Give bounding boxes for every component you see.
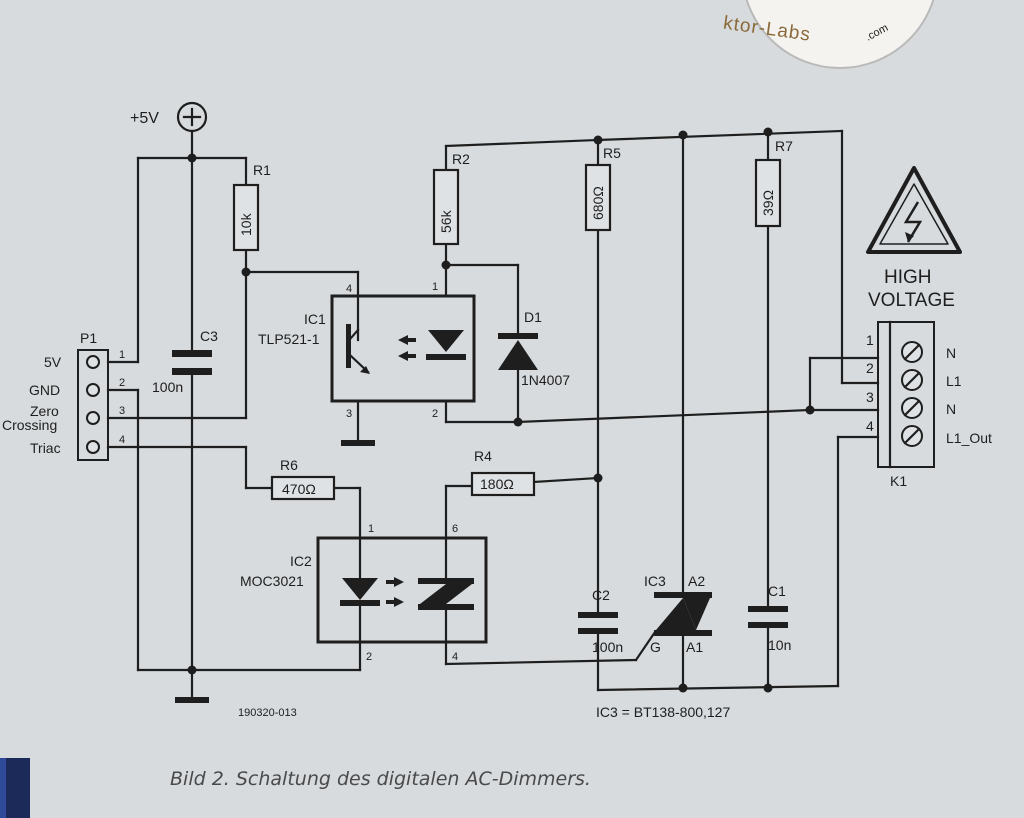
junctions bbox=[187, 127, 815, 693]
supply-label: +5V bbox=[130, 110, 159, 127]
resistor-r5: R5 680Ω bbox=[584, 145, 621, 232]
c3-value: 100n bbox=[152, 379, 183, 395]
r1-name: R1 bbox=[253, 162, 271, 178]
k1-pin-4: 4 bbox=[866, 418, 874, 434]
elektor-labs-logo: ktor-Labs .com bbox=[722, 0, 935, 69]
ic1-pin3: 3 bbox=[346, 408, 352, 420]
p1-label-triac: Triac bbox=[30, 440, 61, 456]
c3-name: C3 bbox=[200, 328, 218, 344]
ic2-pin6: 6 bbox=[452, 523, 458, 535]
r6-name: R6 bbox=[280, 457, 298, 473]
capacitor-c1: C1 10n bbox=[748, 583, 791, 653]
k1-label-4: L1_Out bbox=[946, 430, 992, 446]
p1-pin-3: 3 bbox=[119, 405, 125, 417]
ic3-a2: A2 bbox=[688, 573, 705, 589]
ic1-part: TLP521-1 bbox=[258, 331, 320, 347]
resistor-r1: R1 10k bbox=[232, 162, 271, 252]
terminal-k1: 1 2 3 4 N L1 N L1_Out K1 bbox=[866, 320, 992, 489]
k1-label-3: N bbox=[946, 401, 956, 417]
k1-label-2: L1 bbox=[946, 373, 962, 389]
drawing-number: 190320-013 bbox=[238, 707, 297, 719]
resistor-r7: R7 39Ω bbox=[754, 138, 793, 228]
capacitor-c2: C2 100n bbox=[578, 587, 623, 655]
ic1-pin1: 1 bbox=[432, 281, 438, 293]
k1-label-1: N bbox=[946, 345, 956, 361]
c1-name: C1 bbox=[768, 583, 786, 599]
r7-value: 39Ω bbox=[760, 190, 776, 216]
ground-symbol bbox=[175, 697, 209, 703]
figure-caption: Bild 2. Schaltung des digitalen AC-Dimme… bbox=[170, 768, 591, 790]
diode-d1: D1 1N4007 bbox=[498, 309, 570, 388]
resistor-r4: R4 180Ω bbox=[470, 448, 536, 497]
k1-pin-2: 2 bbox=[866, 360, 874, 376]
ic2-part: MOC3021 bbox=[240, 573, 304, 589]
d1-name: D1 bbox=[524, 309, 542, 325]
k1-name: K1 bbox=[890, 473, 907, 489]
c2-name: C2 bbox=[592, 587, 610, 603]
p1-pin-1: 1 bbox=[119, 349, 125, 361]
r5-value: 680Ω bbox=[590, 186, 606, 220]
c1-value: 10n bbox=[768, 637, 791, 653]
resistor-r6: R6 470Ω bbox=[270, 457, 336, 501]
warning-line2: VOLTAGE bbox=[868, 290, 955, 311]
capacitor-c3: C3 100n bbox=[152, 328, 218, 395]
resistor-r2: R2 56k bbox=[432, 151, 470, 246]
r4-value: 180Ω bbox=[480, 476, 514, 492]
p1-label-crossing: Crossing bbox=[2, 417, 57, 433]
ic3-name: IC3 bbox=[644, 573, 666, 589]
p1-label-gnd: GND bbox=[29, 382, 60, 398]
r5-name: R5 bbox=[603, 145, 621, 161]
r1-value: 10k bbox=[238, 212, 254, 236]
high-voltage-warning: HIGH VOLTAGE bbox=[866, 166, 962, 311]
c2-value: 100n bbox=[592, 639, 623, 655]
r2-name: R2 bbox=[452, 151, 470, 167]
ic3-a1: A1 bbox=[686, 639, 703, 655]
p1-label-5v: 5V bbox=[44, 354, 62, 370]
ic2-pin2: 2 bbox=[366, 651, 372, 663]
p1-label-zero: Zero bbox=[30, 403, 59, 419]
r4-name: R4 bbox=[474, 448, 492, 464]
p1-name: P1 bbox=[80, 330, 97, 346]
p1-pin-2: 2 bbox=[119, 377, 125, 389]
ic2-pin4: 4 bbox=[452, 651, 458, 663]
ic2-pin1: 1 bbox=[368, 523, 374, 535]
ic2-name: IC2 bbox=[290, 553, 312, 569]
r2-value: 56k bbox=[438, 209, 454, 233]
d1-value: 1N4007 bbox=[521, 372, 570, 388]
warning-line1: HIGH bbox=[884, 267, 932, 288]
k1-pin-3: 3 bbox=[866, 389, 874, 405]
ic1-pin2: 2 bbox=[432, 408, 438, 420]
connector-p1: P1 5V GND Zero Crossing Triac 1 2 3 4 bbox=[2, 330, 125, 461]
ic3-note: IC3 = BT138-800,127 bbox=[596, 704, 730, 720]
lightning-icon bbox=[903, 201, 923, 243]
ic1-pin4: 4 bbox=[346, 283, 352, 295]
supply-5v: +5V bbox=[130, 101, 208, 133]
warning-triangle-icon bbox=[866, 166, 962, 254]
optocoupler-ic1: IC1 TLP521-1 4 1 3 2 bbox=[258, 281, 476, 420]
ic3-g: G bbox=[650, 639, 661, 655]
optotriac-ic2: IC2 MOC3021 1 6 2 4 bbox=[240, 523, 488, 663]
wires bbox=[106, 129, 880, 699]
r7-name: R7 bbox=[775, 138, 793, 154]
k1-pin-1: 1 bbox=[866, 332, 874, 348]
r6-value: 470Ω bbox=[282, 481, 316, 497]
p1-pin-4: 4 bbox=[119, 434, 125, 446]
triac-ic3: IC3 A2 G A1 IC3 = BT138-800,127 bbox=[596, 573, 730, 720]
ground-symbol-ic1 bbox=[341, 440, 375, 446]
ic1-name: IC1 bbox=[304, 311, 326, 327]
